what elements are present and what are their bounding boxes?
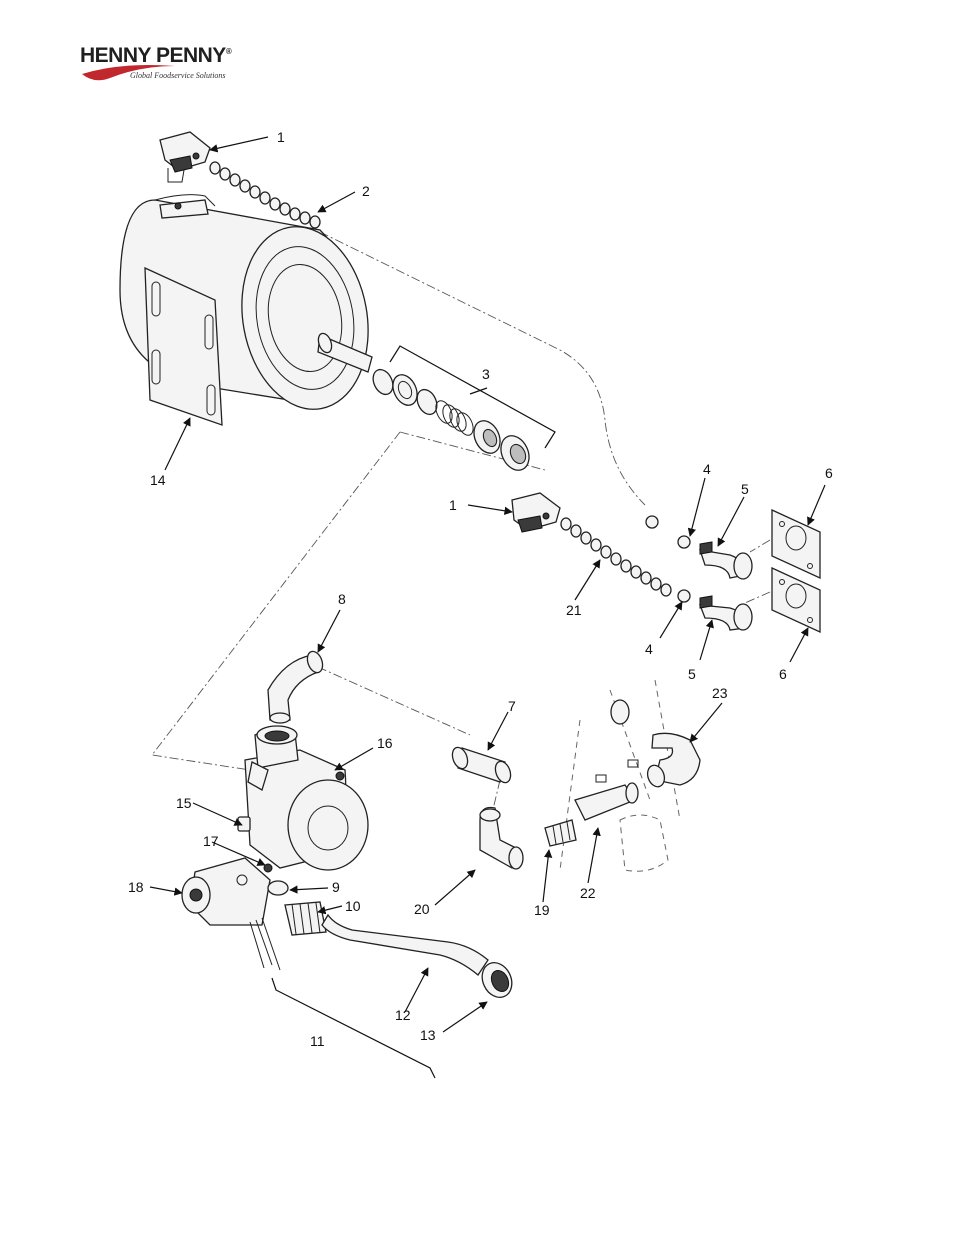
callout-22: 22 <box>580 885 596 901</box>
callout-13: 13 <box>420 1027 436 1043</box>
motor-assembly <box>120 195 382 425</box>
lower-probe-clamp <box>512 493 560 532</box>
callout-19: 19 <box>534 902 550 918</box>
callout-23: 23 <box>712 685 728 701</box>
callout-6-lower: 6 <box>779 666 787 682</box>
callout-11: 11 <box>310 1033 325 1049</box>
lower-bead-chain <box>561 518 671 596</box>
street-elbow <box>480 808 523 870</box>
callout-8: 8 <box>338 591 346 607</box>
callout-17: 17 <box>203 833 219 849</box>
callout-18: 18 <box>128 879 144 895</box>
elbow-45 <box>268 649 325 723</box>
callout-4-upper: 4 <box>703 461 711 477</box>
upper-probe-clamp <box>160 132 210 182</box>
outlet-kit-bracket <box>272 978 435 1078</box>
check-valve <box>182 858 280 970</box>
compression-fitting <box>450 745 514 784</box>
callout-2: 2 <box>362 183 370 199</box>
callout-3: 3 <box>482 366 490 382</box>
callout-14: 14 <box>150 472 166 488</box>
callout-5-upper: 5 <box>741 481 749 497</box>
callout-6-upper: 6 <box>825 465 833 481</box>
callout-16: 16 <box>377 735 393 751</box>
callout-4-lower: 4 <box>645 641 653 657</box>
callout-20: 20 <box>414 901 430 917</box>
gaskets <box>772 510 820 632</box>
callout-9: 9 <box>332 879 340 895</box>
callout-21: 21 <box>566 602 582 618</box>
drain-fittings <box>545 680 700 871</box>
callout-12: 12 <box>395 1007 411 1023</box>
callout-1-upper: 1 <box>277 129 285 145</box>
callout-7: 7 <box>508 698 516 714</box>
elbow-fittings <box>646 516 752 630</box>
callout-15: 15 <box>176 795 192 811</box>
callout-1-lower: 1 <box>449 497 457 513</box>
seal-kit <box>369 366 534 474</box>
filter-pump <box>238 726 368 872</box>
return-tube <box>322 915 517 1002</box>
callout-5-lower: 5 <box>688 666 696 682</box>
callout-10: 10 <box>345 898 361 914</box>
